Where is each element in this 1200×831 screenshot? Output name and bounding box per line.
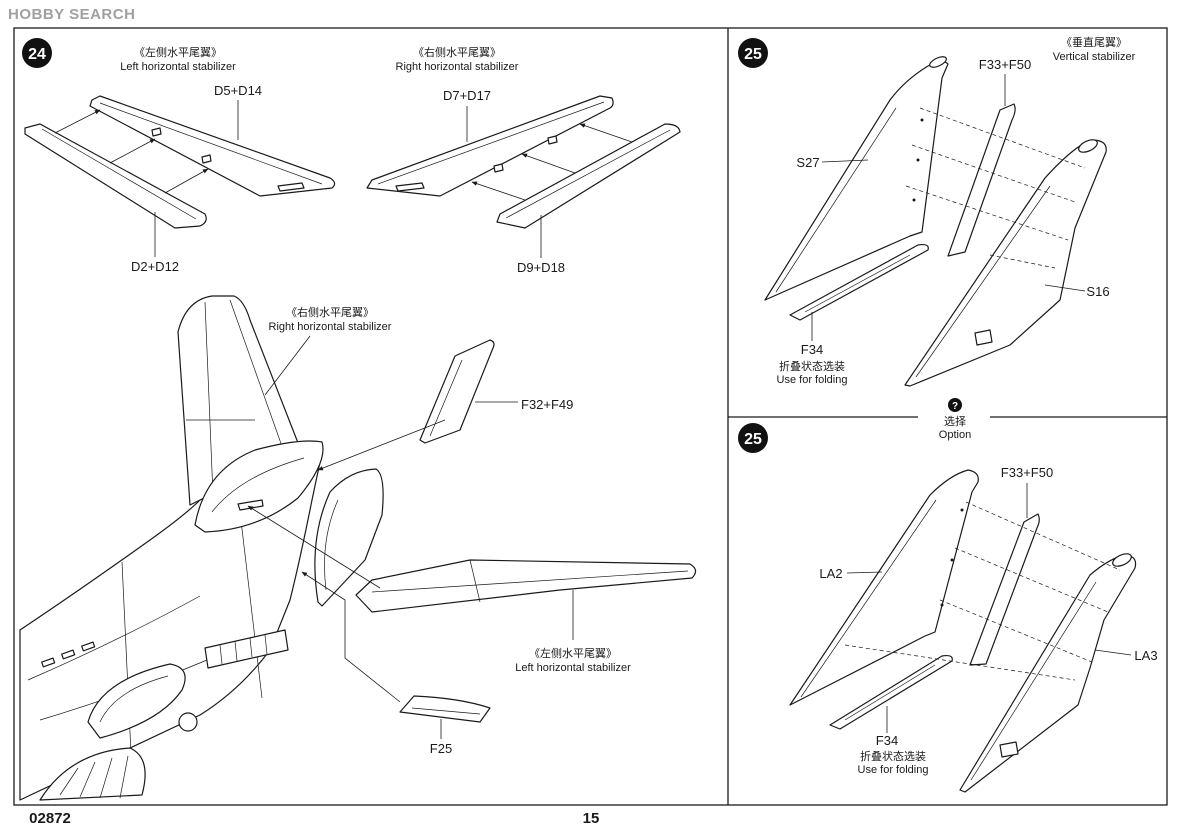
leader-s27	[821, 159, 869, 163]
right-stabilizer-caption-cn: 《右侧水平尾翼》	[413, 45, 501, 59]
step-24-circle	[22, 38, 52, 68]
right-stabilizer-caption-en: Right horizontal stabilizer	[396, 61, 519, 73]
folding-caption-bottom-en: Use for folding	[858, 764, 929, 776]
panel-step-25-bottom: 25 F33+F50 LA	[738, 423, 1158, 793]
step-24-number: 24	[28, 46, 46, 63]
leader-la2	[846, 571, 883, 574]
option-caption-en: Option	[939, 429, 971, 441]
part-s16-shape	[904, 139, 1107, 387]
page-frame	[13, 27, 1168, 806]
left-stabilizer-caption-cn: 《左侧水平尾翼》	[134, 46, 222, 59]
leader-right-stabilizer-mid	[264, 335, 311, 396]
label-la3: LA3	[1134, 648, 1157, 663]
label-f25: F25	[430, 741, 452, 756]
arrow-f25-to-fuselage	[301, 571, 401, 703]
part-la2-shape	[789, 469, 979, 706]
folding-caption-top-cn: 折叠状态选装	[779, 359, 845, 373]
question-icon-symbol: ?	[952, 401, 958, 412]
folding-caption-bottom-cn: 折叠状态选装	[860, 749, 926, 763]
right-stabilizer-assembly-arrows	[471, 123, 633, 201]
right-stabilizer-mid-caption-en: Right horizontal stabilizer	[269, 321, 392, 333]
label-f34-bottom: F34	[876, 733, 898, 748]
page-footer: 02872 15	[29, 810, 599, 827]
folding-caption-top-en: Use for folding	[777, 374, 848, 386]
assembly-guide-lines-bottom	[844, 501, 1121, 681]
left-stabilizer-bottom-caption-en: Left horizontal stabilizer	[515, 662, 631, 674]
left-stabilizer-caption-en: Left horizontal stabilizer	[120, 61, 236, 73]
part-d2-d12-shape	[24, 123, 207, 229]
label-la2: LA2	[819, 566, 842, 581]
left-stabilizer-assembly-arrows	[54, 109, 209, 194]
part-f33-f50-top-shape	[947, 103, 1016, 257]
label-d7-d17: D7+D17	[443, 88, 491, 103]
landing-wheel	[178, 712, 198, 732]
label-f33-f50-top: F33+F50	[979, 57, 1031, 72]
panel-step-25-top: 25 《垂直尾翼》 Vertical stabilizer	[738, 35, 1136, 387]
page-number: 15	[583, 810, 600, 827]
label-d9-d18: D9+D18	[517, 260, 565, 275]
step-25-bottom-badge: 25	[738, 423, 768, 453]
question-icon	[948, 398, 962, 412]
leader-la3	[1094, 649, 1132, 656]
label-s27: S27	[796, 155, 819, 170]
part-d9-d18-shape	[496, 123, 681, 229]
part-d7-d17-shape	[366, 95, 614, 197]
option-marker: ? 选择 Option	[939, 398, 971, 441]
part-f25-shape	[399, 695, 491, 723]
step-24-badge: 24	[22, 38, 52, 68]
part-f34-top-shape	[789, 243, 929, 321]
label-d2-d12: D2+D12	[131, 259, 179, 274]
left-horizontal-stabilizer-shape	[355, 559, 697, 613]
exhaust-nozzle	[39, 747, 146, 801]
vertical-stabilizer-caption-cn: 《垂直尾翼》	[1061, 35, 1127, 49]
product-code: 02872	[29, 810, 71, 827]
step-25-top-circle	[738, 38, 768, 68]
assembly-guide-lines-top	[905, 107, 1086, 269]
label-f34-top: F34	[801, 342, 823, 357]
right-stabilizer-mid-caption-cn: 《右侧水平尾翼》	[286, 305, 374, 319]
label-f32-f49: F32+F49	[521, 397, 573, 412]
part-f33-f50-bottom-shape	[969, 513, 1040, 666]
part-f32-f49-shape	[419, 339, 495, 444]
part-d5-d14-shape	[89, 95, 336, 197]
watermark-logo: HOBBY SEARCH	[8, 6, 135, 23]
step-25-top-badge: 25	[738, 38, 768, 68]
left-stabilizer-bottom-caption-cn: 《左侧水平尾翼》	[529, 647, 617, 660]
watermark-text: HOBBY SEARCH	[8, 6, 135, 23]
panel-step-24: 24 《左侧水平尾翼》 Left horizontal stabilizer 《…	[19, 38, 697, 801]
vertical-stabilizer-caption-en: Vertical stabilizer	[1053, 51, 1136, 63]
arrow-f32-f49-to-fin	[317, 419, 446, 471]
part-s27-shape	[764, 56, 949, 301]
label-s16: S16	[1086, 284, 1109, 299]
intake	[87, 663, 186, 739]
step-25-bottom-circle	[738, 423, 768, 453]
stabilizer-root-fairing	[194, 440, 324, 533]
part-la3-shape	[959, 553, 1137, 793]
step-25-top-number: 25	[744, 46, 762, 63]
arrow-stabilizer-to-fairing	[247, 505, 381, 589]
label-d5-d14: D5+D14	[214, 83, 262, 98]
leader-s16	[1044, 284, 1086, 292]
step-25-bottom-number: 25	[744, 431, 762, 448]
stabilizer-root-plate	[314, 468, 384, 607]
grille-panel	[204, 629, 289, 669]
option-caption-cn: 选择	[944, 414, 966, 428]
label-f33-f50-bottom: F33+F50	[1001, 465, 1053, 480]
